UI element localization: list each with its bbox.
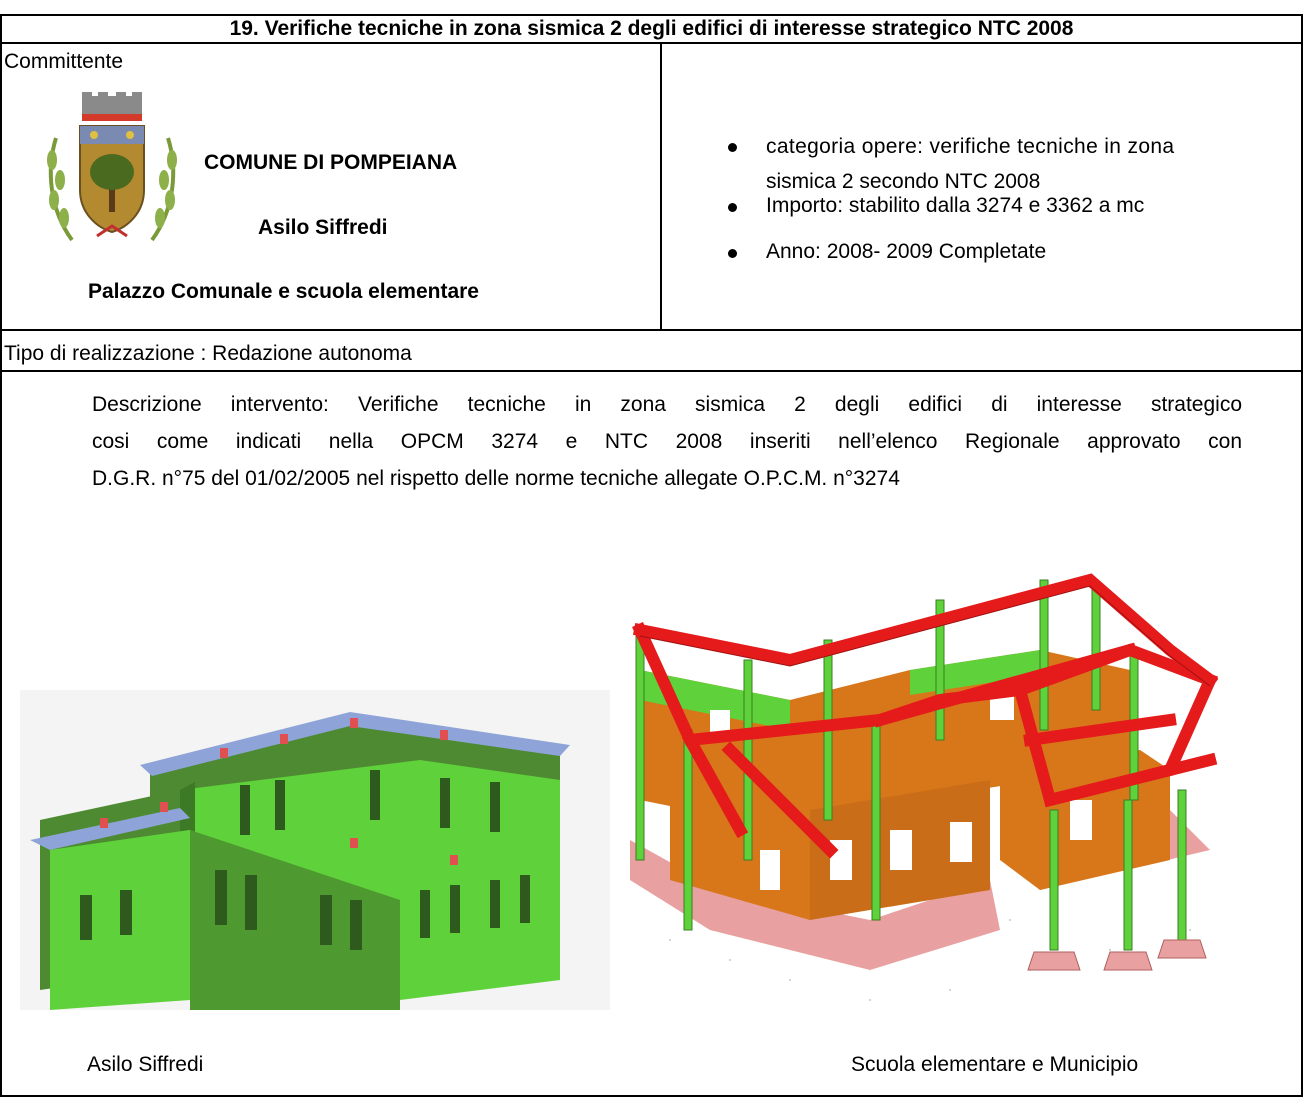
descrizione-intervento: Descrizione intervento: Verifiche tecnic… [92, 386, 1242, 497]
bullet-icon [728, 249, 737, 258]
descrizione-line: Descrizione intervento: Verifiche tecnic… [92, 393, 1242, 416]
title-row-divider [0, 42, 1303, 44]
table-border-left [0, 14, 2, 1097]
palazzo-name: Palazzo Comunale e scuola elementare [88, 280, 479, 303]
detail-categoria-line2: sismica 2 secondo NTC 2008 [766, 170, 1041, 193]
caption-scuola: Scuola elementare e Municipio [851, 1053, 1139, 1076]
descrizione-line: D.G.R. n°75 del 01/02/2005 nel rispetto … [92, 467, 900, 490]
bullet-icon [728, 203, 737, 212]
detail-importo: Importo: stabilito dalla 3274 e 3362 a m… [766, 194, 1145, 217]
detail-categoria-line1: categoria opere: verifiche tecniche in z… [766, 135, 1175, 158]
info-row-divider [0, 329, 1303, 331]
table-border-bottom [0, 1095, 1303, 1097]
column-divider [660, 42, 662, 330]
title-text: Verifiche tecniche in zona sismica 2 deg… [264, 17, 1074, 40]
comune-name: COMUNE DI POMPEIANA [204, 151, 458, 174]
table-border-right [1301, 14, 1303, 1097]
bullet-icon [728, 143, 737, 152]
descrizione-line: cosi come indicati nella OPCM 3274 e NTC… [92, 430, 1242, 453]
asilo-name: Asilo Siffredi [258, 216, 388, 239]
page-title: 19. Verifiche tecniche in zona sismica 2… [2, 16, 1301, 42]
tipo-row-divider [0, 370, 1303, 372]
caption-asilo: Asilo Siffredi [87, 1053, 204, 1076]
coat-of-arms-icon [47, 92, 177, 242]
committente-label: Committente [4, 50, 124, 73]
scuola-3d-model-image [610, 560, 1250, 1020]
table-border-top [0, 14, 1303, 16]
detail-anno: Anno: 2008- 2009 Completate [766, 240, 1047, 263]
tipo-realizzazione: Tipo di realizzazione : Redazione autono… [4, 342, 412, 365]
title-number: 19. [229, 17, 259, 40]
asilo-3d-model-image [20, 690, 620, 1010]
